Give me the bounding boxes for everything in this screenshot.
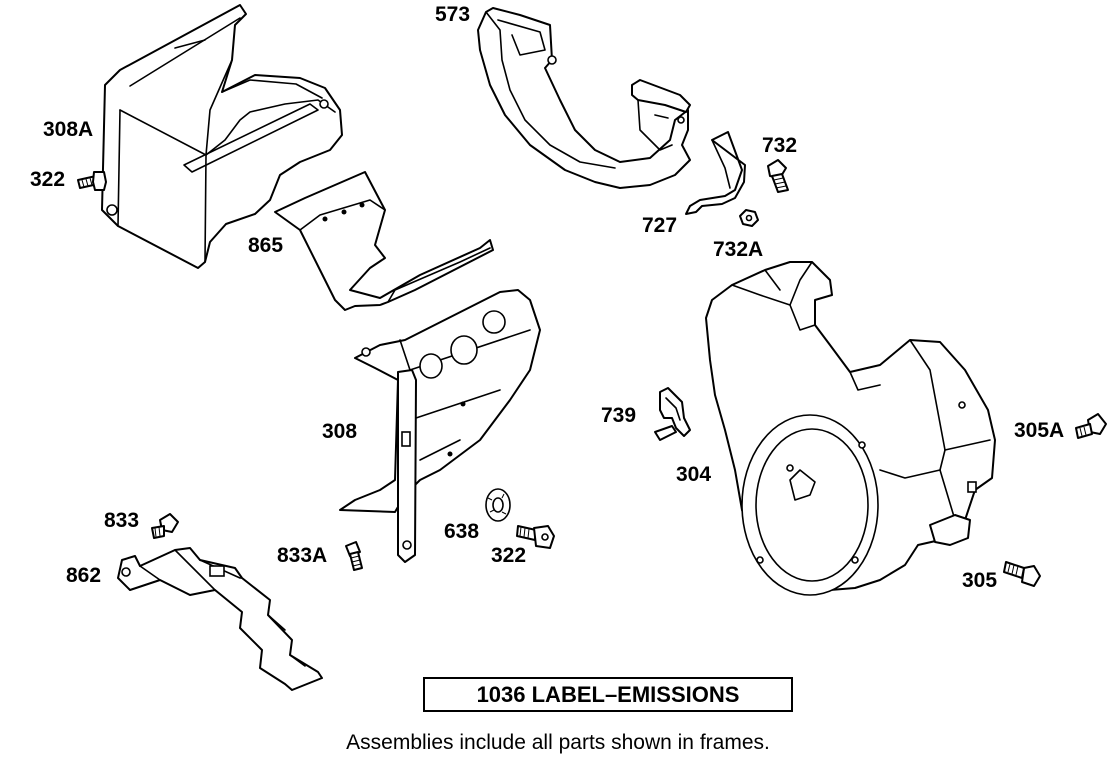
part-label-304: 304 xyxy=(676,463,712,486)
screw-305-icon xyxy=(1003,561,1041,587)
part-739-clip xyxy=(654,387,691,441)
emissions-label-text: 1036 LABEL–EMISSIONS xyxy=(476,681,740,707)
part-727-clip xyxy=(685,131,746,215)
part-label-308: 308 xyxy=(322,420,358,443)
screw-305a-icon xyxy=(1075,413,1107,439)
washer-638-icon xyxy=(485,488,511,522)
screw-732-icon xyxy=(767,159,789,193)
part-label-322-top: 322 xyxy=(30,168,66,191)
part-label-732: 732 xyxy=(762,134,798,157)
part-label-865: 865 xyxy=(248,234,284,257)
part-865-bracket xyxy=(274,171,494,311)
screw-833-icon xyxy=(151,513,179,539)
part-label-322-center: 322 xyxy=(491,544,527,567)
part-308-shroud xyxy=(339,289,541,563)
part-304-blower-housing xyxy=(705,261,996,596)
screw-833a-icon xyxy=(345,541,363,571)
emissions-label-frame: 1036 LABEL–EMISSIONS xyxy=(423,677,793,712)
part-label-833a: 833A xyxy=(277,544,328,567)
bolt-322-center-icon xyxy=(516,525,555,549)
part-label-732a: 732A xyxy=(713,238,764,261)
part-862-bracket xyxy=(117,547,323,691)
part-label-727: 727 xyxy=(642,214,678,237)
part-label-833: 833 xyxy=(104,509,140,532)
part-label-739: 739 xyxy=(601,404,637,427)
part-label-638: 638 xyxy=(444,520,480,543)
assemblies-footnote: Assemblies include all parts shown in fr… xyxy=(346,731,770,754)
part-label-305: 305 xyxy=(962,569,998,592)
nut-732a-icon xyxy=(739,209,759,227)
part-label-573: 573 xyxy=(435,3,471,26)
bolt-322-top-icon xyxy=(77,171,107,191)
part-573-housing-segment xyxy=(477,7,691,189)
part-label-862: 862 xyxy=(66,564,102,587)
part-label-305a: 305A xyxy=(1014,419,1065,442)
part-label-308a: 308A xyxy=(43,118,94,141)
part-308a-air-guide xyxy=(101,4,343,269)
